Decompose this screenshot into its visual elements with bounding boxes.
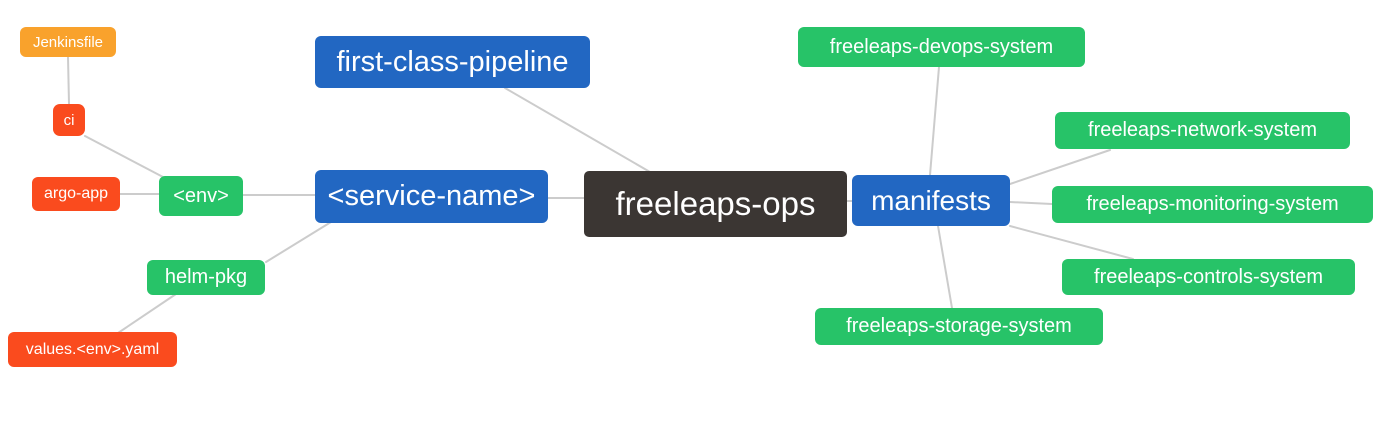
edge-manifests-monitoring <box>1009 201 1053 205</box>
node-freeleaps-monitoring-system[interactable]: freeleaps-monitoring-system <box>1052 186 1373 223</box>
edge-manifests-controls <box>1009 225 1134 260</box>
node-ci[interactable]: ci <box>53 104 85 136</box>
node-manifests[interactable]: manifests <box>852 175 1010 226</box>
edge-manifests-devops <box>929 66 940 176</box>
node-argo-app[interactable]: argo-app <box>32 177 120 211</box>
node-freeleaps-devops-system[interactable]: freeleaps-devops-system <box>798 27 1085 67</box>
edge-manifests-storage <box>937 225 953 309</box>
edge-ci-env <box>84 135 164 178</box>
edge-servicename-helmpkg <box>265 221 332 263</box>
node-freeleaps-storage-system[interactable]: freeleaps-storage-system <box>815 308 1103 345</box>
edge-manifests-network <box>1009 149 1111 185</box>
node-service-name[interactable]: <service-name> <box>315 170 548 223</box>
edge-pipeline-ops <box>504 87 651 173</box>
node-values-env-yaml[interactable]: values.<env>.yaml <box>8 332 177 367</box>
node-freeleaps-network-system[interactable]: freeleaps-network-system <box>1055 112 1350 149</box>
node-freeleaps-controls-system[interactable]: freeleaps-controls-system <box>1062 259 1355 295</box>
node-first-class-pipeline[interactable]: first-class-pipeline <box>315 36 590 88</box>
node-helm-pkg[interactable]: helm-pkg <box>147 260 265 295</box>
node-freeleaps-ops[interactable]: freeleaps-ops <box>584 171 847 237</box>
node-jenkinsfile[interactable]: Jenkinsfile <box>20 27 116 57</box>
edge-jenkinsfile-ci <box>67 56 70 105</box>
edge-helmpkg-values <box>117 293 177 334</box>
node-env[interactable]: <env> <box>159 176 243 216</box>
